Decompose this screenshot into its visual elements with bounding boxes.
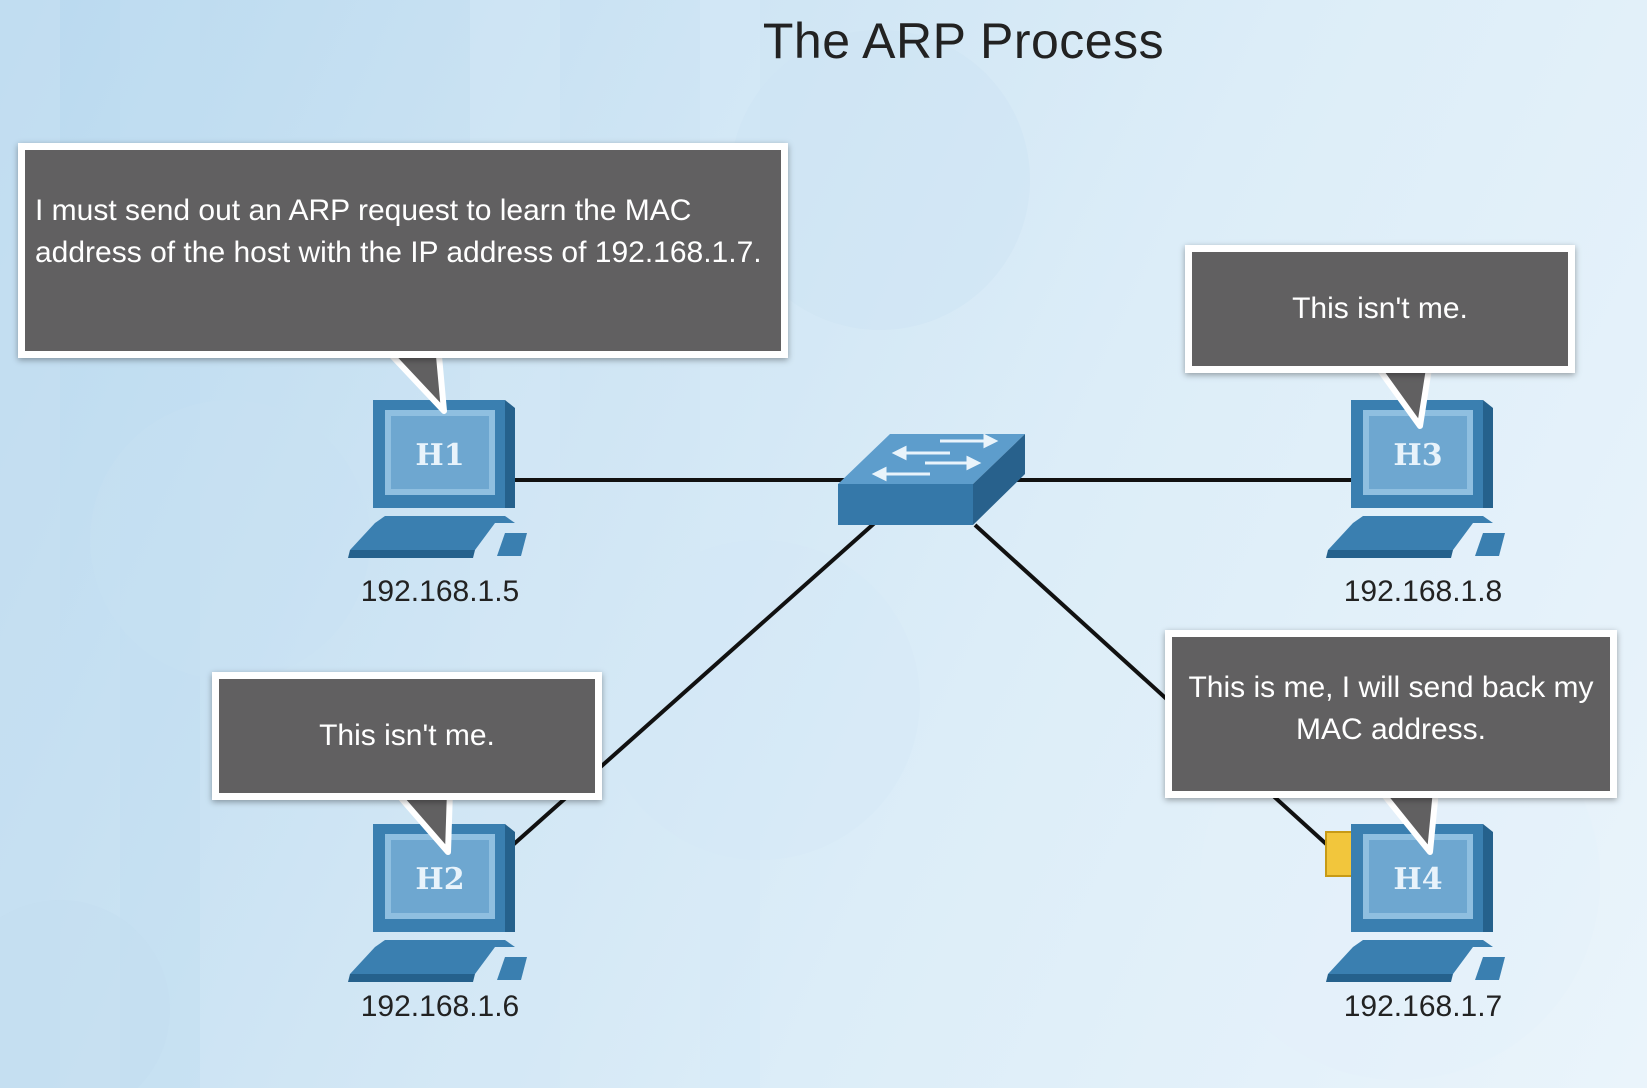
callout-tail-h4 [1378, 790, 1439, 855]
host-label-h1: H1 [415, 438, 464, 473]
callout-h1-text: I must send out an ARP request to learn … [35, 194, 762, 269]
callout-h2: This isn't me. [212, 672, 602, 800]
host-label-h4: H4 [1393, 862, 1442, 897]
host-label-h2: H2 [415, 862, 464, 897]
switch-icon [838, 433, 1025, 525]
computer-icon-h3: H3 [1326, 400, 1505, 558]
callout-h2-text: This isn't me. [319, 719, 495, 752]
callout-h4-text: This is me, I will send back my MAC addr… [1188, 671, 1594, 746]
host-ip-h3: 192.168.1.8 [1343, 575, 1503, 608]
callout-h1: I must send out an ARP request to learn … [18, 143, 788, 358]
host-ip-h4: 192.168.1.7 [1343, 990, 1503, 1023]
host-ip-h2: 192.168.1.6 [360, 990, 520, 1023]
host-label-h3: H3 [1393, 438, 1442, 473]
callout-h4: This is me, I will send back my MAC addr… [1165, 630, 1617, 798]
callout-h3: This isn't me. [1185, 245, 1575, 373]
callout-tail-h2 [392, 790, 453, 855]
callout-h3-text: This isn't me. [1292, 292, 1468, 325]
computer-icon-h1: H1 [348, 400, 527, 558]
computer-icon-h2: H2 [348, 824, 527, 982]
diagram-title: The ARP Process [762, 13, 1165, 69]
computer-icon-h4: H4 [1326, 824, 1505, 982]
host-ip-h1: 192.168.1.5 [360, 575, 520, 608]
